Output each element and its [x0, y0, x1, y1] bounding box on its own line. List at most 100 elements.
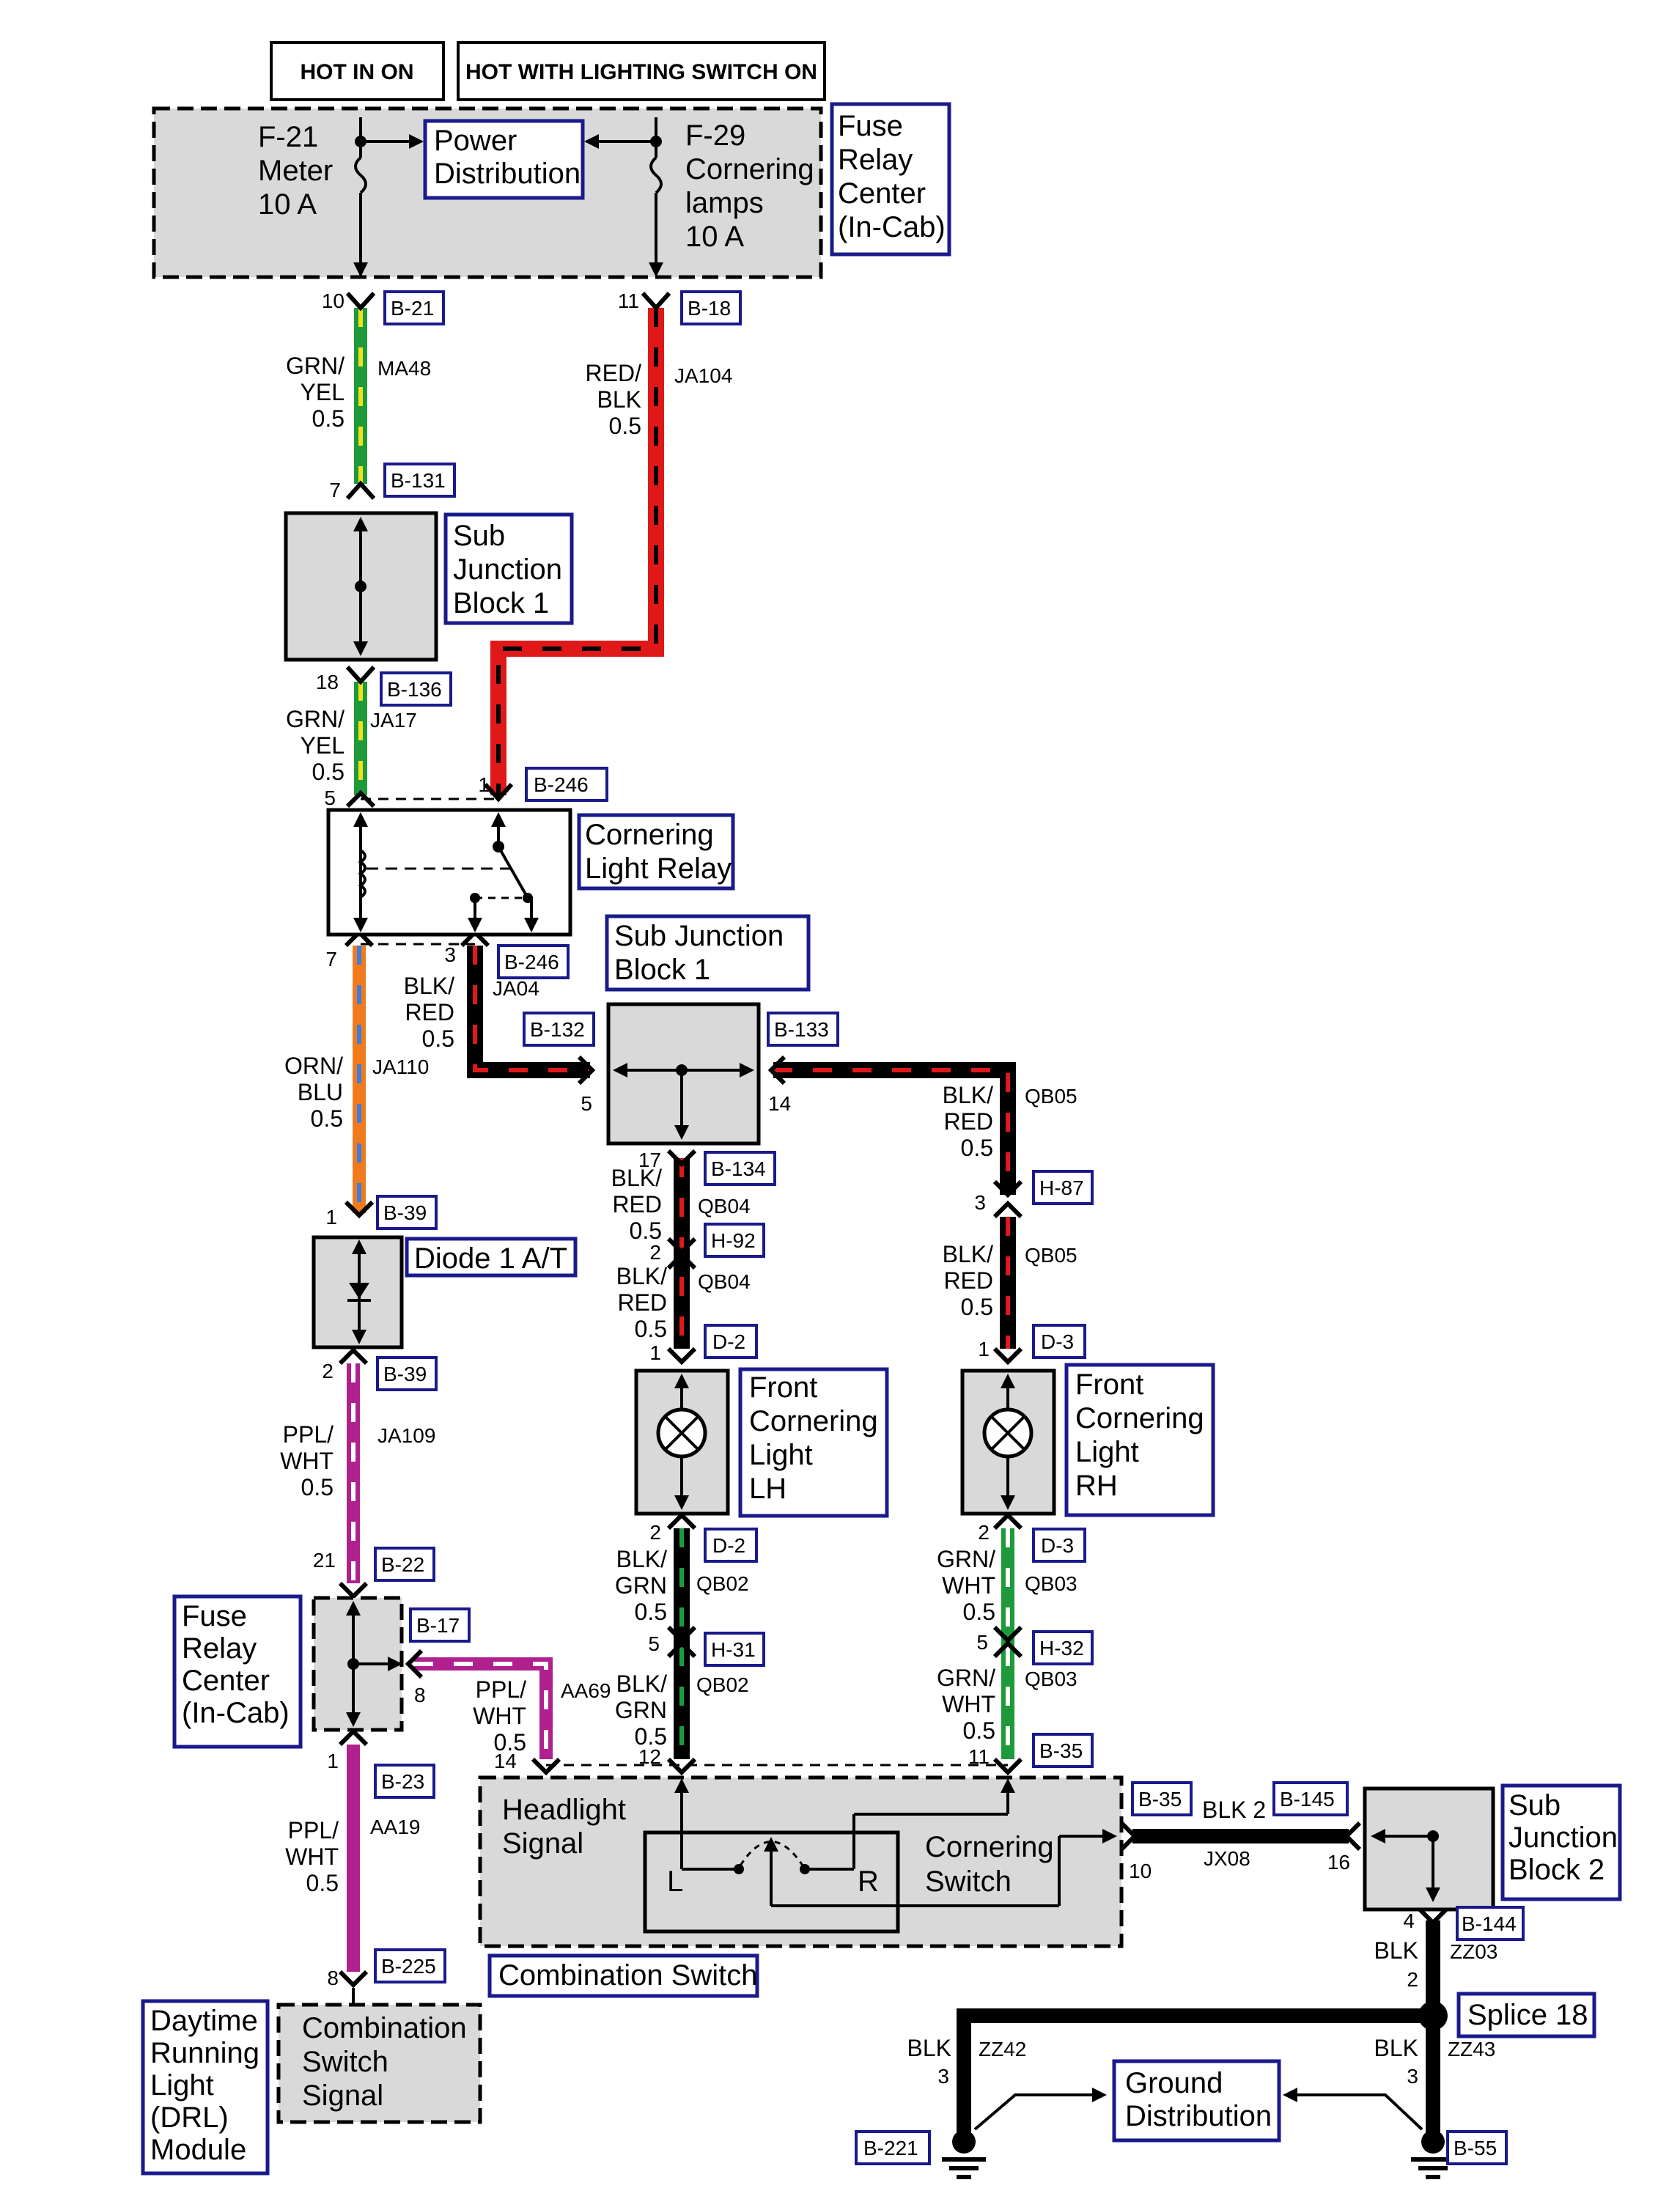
ground-distribution-label: Ground Distribution — [1125, 2067, 1272, 2132]
sjb1-top-internal — [353, 517, 368, 656]
connector-b136: B-136 — [387, 678, 442, 701]
wire-aa69 — [414, 1657, 553, 1759]
fuse-f21-label: F-21 Meter 10 A — [258, 121, 341, 221]
connector-b225: B-225 — [381, 1955, 436, 1978]
fuse-f29-symbol — [584, 117, 663, 277]
svg-text:7: 7 — [325, 948, 337, 970]
svg-text:5: 5 — [976, 1631, 988, 1654]
connector-b21: B-21 — [391, 297, 434, 320]
svg-text:12: 12 — [638, 1745, 661, 1768]
fuse-relay-center-label-box — [830, 102, 951, 257]
connector-h31: H-31 — [711, 1638, 756, 1661]
wire-ja104 — [490, 308, 664, 795]
svg-text:QB05: QB05 — [1025, 1085, 1077, 1108]
diode-label: Diode 1 A/T — [414, 1242, 567, 1275]
connector-b145: B-145 — [1280, 1788, 1335, 1811]
connector-labels: B-21 B-18 B-131 B-136 B-246 B-246 B-132 … — [374, 290, 1525, 2165]
svg-text:JA04: JA04 — [493, 977, 539, 1000]
power-distribution-box — [423, 119, 585, 200]
connector-b134: B-134 — [711, 1157, 766, 1180]
svg-text:JX08: JX08 — [1204, 1847, 1250, 1870]
combination-switch-label: Combination Switch — [498, 1959, 758, 1992]
svg-text:JA109: JA109 — [377, 1424, 435, 1447]
svg-text:16: 16 — [1327, 1851, 1350, 1874]
fuse-f21-symbol — [353, 117, 424, 277]
drl-module-label: Daytime Running Light (DRL) Module — [150, 2005, 268, 2166]
svg-text:11: 11 — [618, 290, 639, 312]
svg-text:JA110: JA110 — [372, 1056, 429, 1078]
cornering-relay-label: Cornering Light Relay — [585, 819, 732, 885]
svg-text:ZZ42: ZZ42 — [979, 2038, 1026, 2060]
drl-module-label-box — [141, 1999, 270, 2176]
frc-lower-internal — [346, 1601, 402, 1727]
svg-text:JA17: JA17 — [370, 709, 417, 732]
wire-ja04 — [467, 946, 590, 1078]
wire-qb05 — [773, 1062, 1016, 1349]
svg-text:5: 5 — [581, 1092, 592, 1115]
connector-d2-top: D-2 — [712, 1330, 745, 1353]
svg-text:BLK: BLK — [1374, 1937, 1418, 1964]
sjb1-top-label: Sub Junction Block 1 — [453, 520, 570, 619]
connector-b144: B-144 — [1462, 1912, 1517, 1935]
svg-text:QB03: QB03 — [1025, 1668, 1077, 1690]
svg-text:2: 2 — [649, 1241, 661, 1264]
svg-text:17: 17 — [638, 1149, 661, 1171]
svg-text:5: 5 — [648, 1632, 660, 1655]
svg-text:3: 3 — [444, 943, 456, 966]
connector-b133: B-133 — [774, 1018, 829, 1041]
combo-signal-label: Combination Switch Signal — [302, 2012, 475, 2112]
svg-text:2: 2 — [322, 1360, 334, 1382]
svg-text:MA48: MA48 — [377, 357, 431, 380]
diode-symbol — [347, 1240, 371, 1344]
svg-text:3: 3 — [937, 2065, 949, 2088]
sjb1-mid-label: Sub Junction Block 1 — [614, 920, 792, 986]
switch-l-label: L — [667, 1865, 683, 1898]
relay-internal — [353, 812, 539, 932]
front-lh-label: Front Cornering Light LH — [749, 1371, 886, 1505]
hot-lighting-label: HOT WITH LIGHTING SWITCH ON — [465, 60, 817, 84]
connector-h87: H-87 — [1039, 1176, 1084, 1199]
splice-18-dot — [1418, 2001, 1448, 2030]
svg-text:8: 8 — [414, 1684, 426, 1706]
lamp-rh-symbol — [982, 1374, 1034, 1510]
svg-text:QB04: QB04 — [698, 1270, 751, 1293]
power-distribution-label: Power Distribution — [434, 125, 581, 190]
svg-text:4: 4 — [1403, 1909, 1415, 1932]
fuse-relay-center-label: Fuse Relay Center (In-Cab) — [838, 110, 946, 243]
connector-h92: H-92 — [711, 1229, 756, 1252]
svg-text:10: 10 — [322, 290, 345, 312]
svg-text:QB05: QB05 — [1025, 1244, 1077, 1267]
connector-b22: B-22 — [381, 1553, 424, 1576]
frc-lower-label: Fuse Relay Center (In-Cab) — [182, 1600, 290, 1729]
ground-distribution-arrows — [973, 2088, 1423, 2131]
lamp-lh-symbol — [656, 1374, 707, 1510]
connector-b55: B-55 — [1454, 2137, 1497, 2159]
svg-text:1: 1 — [978, 1338, 990, 1360]
svg-text:JA104: JA104 — [674, 364, 732, 387]
splice-18-label: Splice 18 — [1467, 1999, 1588, 2031]
connector-b132: B-132 — [530, 1018, 585, 1041]
ground-b221-symbol — [942, 2130, 986, 2179]
svg-text:10: 10 — [1129, 1860, 1152, 1882]
connector-d2-bottom: D-2 — [712, 1534, 745, 1557]
headlight-signal-label: Headlight Signal — [502, 1794, 634, 1860]
svg-text:5: 5 — [324, 787, 336, 809]
svg-text:1: 1 — [478, 773, 490, 796]
connector-b246-top: B-246 — [534, 773, 589, 796]
svg-text:1: 1 — [325, 1206, 337, 1229]
switch-r-label: R — [858, 1865, 879, 1898]
svg-text:3: 3 — [974, 1191, 986, 1214]
connector-b39-bottom: B-39 — [383, 1363, 427, 1385]
cornering-switch-contacts — [674, 1778, 1117, 1907]
sjb1-top-label-box — [443, 512, 574, 625]
connector-b18: B-18 — [688, 297, 731, 320]
svg-text:14: 14 — [494, 1750, 517, 1772]
